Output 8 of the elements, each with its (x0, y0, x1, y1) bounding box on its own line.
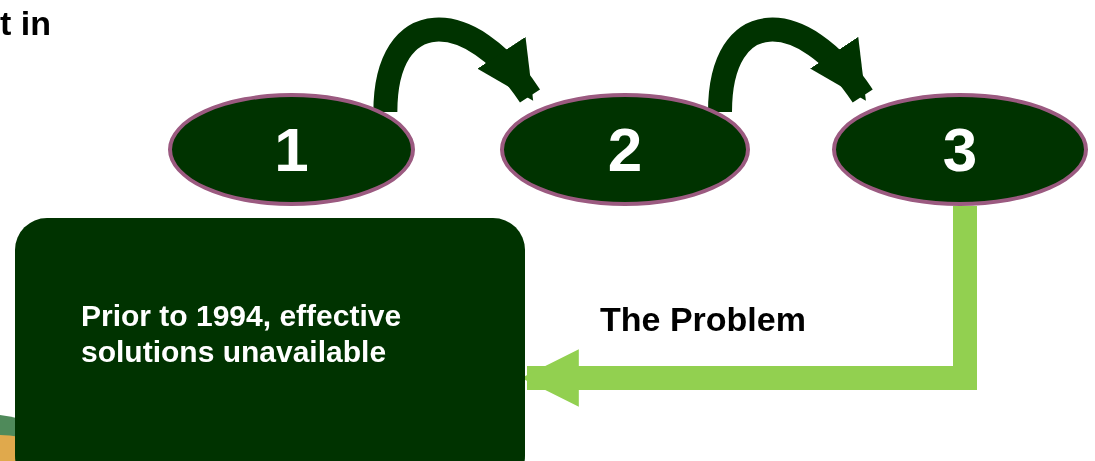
box-text: Prior to 1994, effective solutions unavailable (81, 298, 403, 370)
step-number: 3 (942, 114, 978, 185)
title-fragment: t in (0, 4, 51, 43)
arrow (373, 17, 540, 113)
step-number: 2 (607, 114, 643, 185)
arrow (708, 17, 873, 113)
text-box (15, 218, 525, 461)
step-number: 1 (274, 114, 309, 185)
